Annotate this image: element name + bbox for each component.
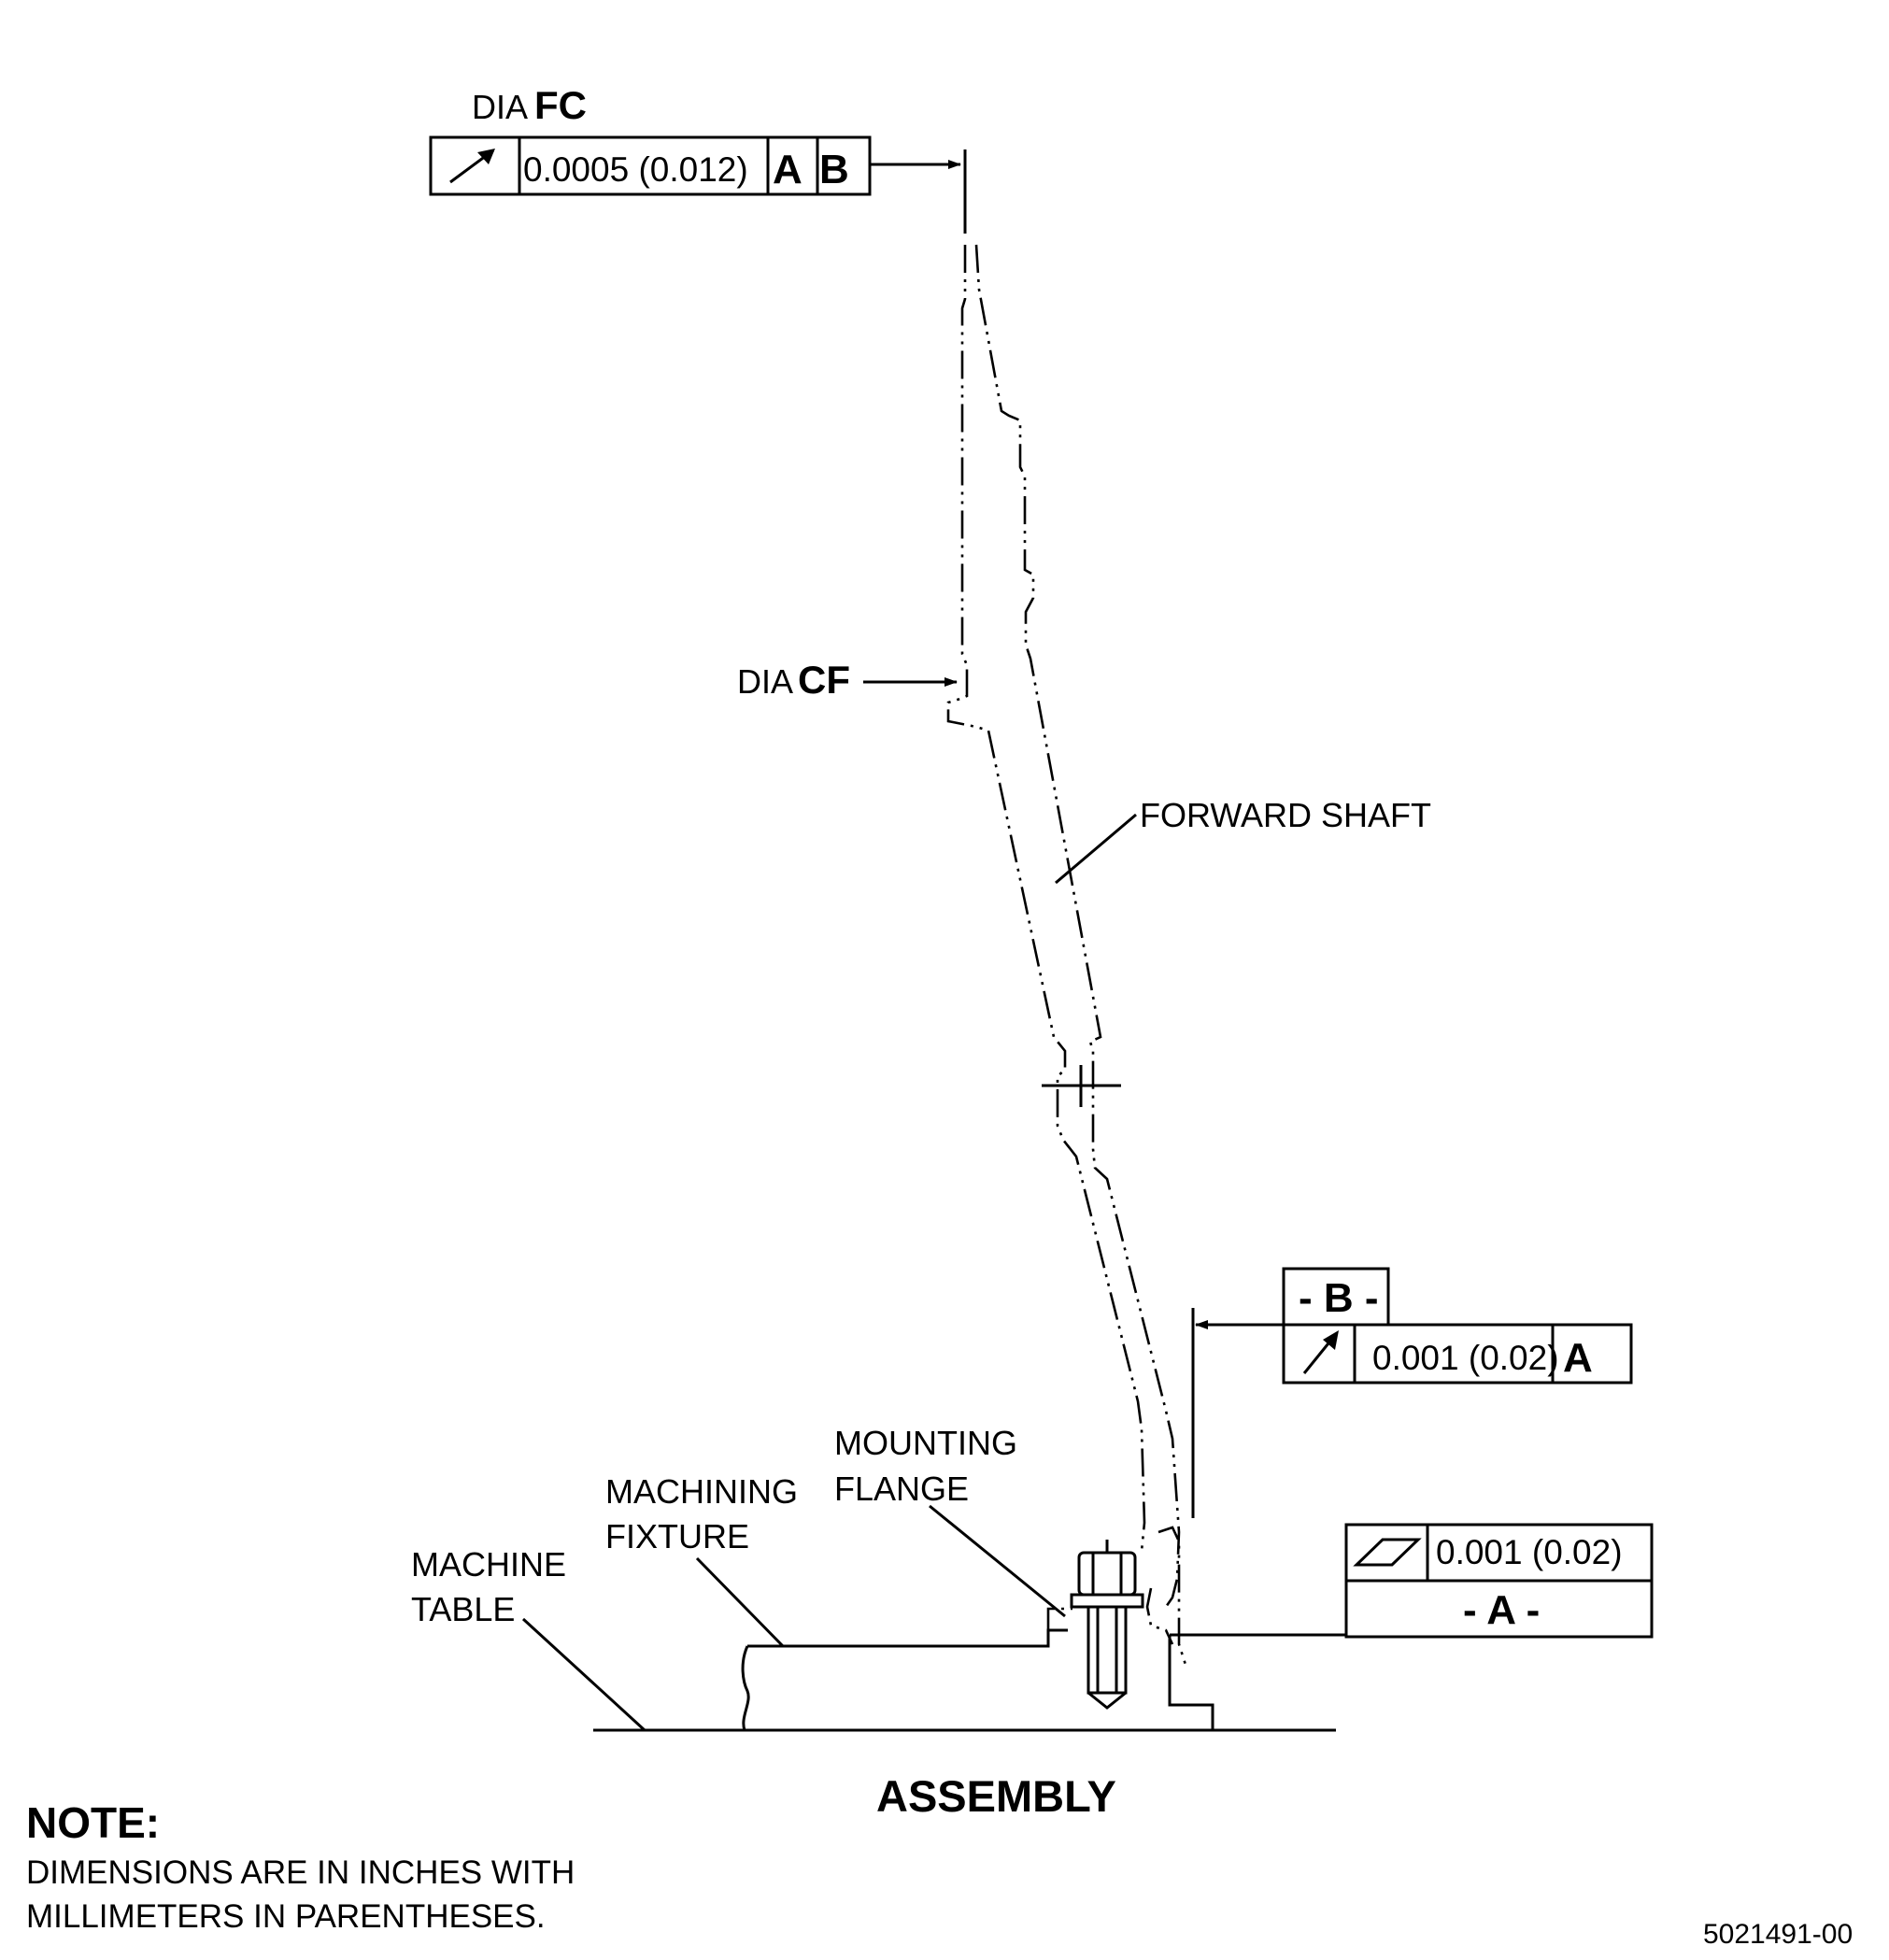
forward-shaft-leader: [1055, 813, 1137, 885]
machining-fixture-label-1: MACHINING: [605, 1472, 798, 1511]
circular-runout-icon: [449, 149, 495, 184]
machining-fixture-label-2: FIXTURE: [605, 1517, 749, 1555]
datum-b-frame: - B - 0.001 (0.02) A: [1282, 1267, 1633, 1385]
top-feature-control-frame: 0.0005 (0.012) A B: [429, 135, 872, 196]
datum-b-fcf-tolerance: 0.001 (0.02): [1372, 1339, 1559, 1377]
machining-fixture-leader: [695, 1556, 785, 1648]
figure-id: 5021491-00: [1703, 1919, 1853, 1950]
dia-fc-prefix: DIA: [472, 88, 528, 126]
dia-fc-feature: FC: [534, 83, 587, 127]
circular-runout-icon: [1302, 1330, 1339, 1374]
mounting-flange-leader: [929, 1504, 1066, 1618]
view-title: ASSEMBLY: [876, 1771, 1116, 1821]
forward-shaft-outline: [946, 244, 1188, 1669]
machine-table-label-2: TABLE: [411, 1590, 515, 1628]
datum-b-label: - B -: [1299, 1275, 1379, 1321]
dia-cf-prefix: DIA: [737, 662, 793, 701]
flatness-icon: [1353, 1538, 1422, 1567]
note-line-2: MILLIMETERS IN PARENTHESES.: [26, 1898, 546, 1935]
machine-table-leader: [521, 1617, 646, 1732]
datum-a-frame: 0.001 (0.02) - A -: [1344, 1523, 1654, 1639]
datum-b-fcf-datum-ref: A: [1563, 1335, 1593, 1381]
dia-cf-feature: CF: [798, 658, 850, 702]
mounting-flange-label-1: MOUNTING: [834, 1424, 1017, 1462]
note-heading: NOTE:: [26, 1798, 160, 1847]
mounting-bolt: [1070, 1540, 1144, 1710]
datum-a-fcf-tolerance: 0.001 (0.02): [1436, 1533, 1623, 1571]
mounting-flange-label-2: FLANGE: [834, 1470, 969, 1508]
top-fcf-datum-a: A: [773, 147, 802, 192]
machining-fixture: [741, 1607, 1214, 1731]
note-line-1: DIMENSIONS ARE IN INCHES WITH: [26, 1854, 575, 1891]
machine-table-label-1: MACHINE: [411, 1545, 566, 1584]
top-fcf-datum-b: B: [819, 147, 849, 192]
top-fcf-tolerance: 0.0005 (0.012): [523, 150, 748, 189]
datum-a-label: - A -: [1463, 1587, 1540, 1633]
forward-shaft-label: FORWARD SHAFT: [1140, 796, 1431, 834]
